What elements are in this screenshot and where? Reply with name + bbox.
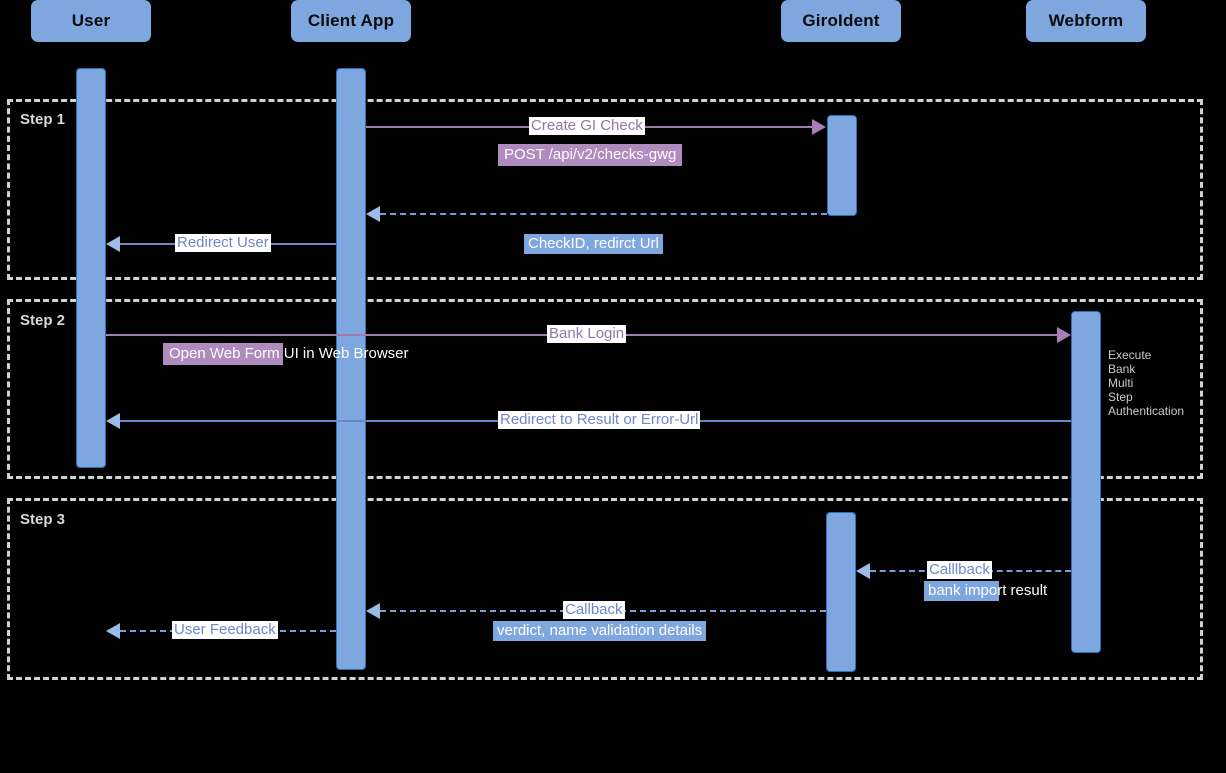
participant-giroident[interactable]: GiroIdent (781, 0, 901, 42)
note-webform-execute: Execute Bank Multi Step Authentication (1108, 348, 1185, 418)
message-label-bank-login: Bank Login (547, 325, 627, 343)
message-arrowhead-callback (366, 603, 380, 619)
activation-bar-giroident-step3 (826, 512, 856, 672)
message-arrowhead-bank-login (1057, 327, 1071, 343)
message-label-create-gi-check: Create GI Check (529, 117, 645, 135)
message-label-redirect-result: Redirect to Result or Error-Url (498, 411, 701, 429)
frame-step-3-label: Step 3 (20, 511, 66, 528)
frame-step-2 (7, 299, 1203, 479)
frame-step-1 (7, 99, 1203, 280)
message-label-redirect-user: Redirect User (175, 234, 271, 252)
participant-user-label: User (71, 11, 111, 30)
message-line-checkid-return (380, 213, 827, 215)
message-arrowhead-checkid-return (366, 206, 380, 222)
participant-client-app-label: Client App (307, 11, 395, 30)
message-label-user-feedback: User Feedback (172, 621, 278, 639)
message-note-bank-import-result: bank import result (924, 581, 1047, 601)
message-note-checkid-return: CheckID, redirct Url (524, 234, 663, 254)
message-arrowhead-calllback (856, 563, 870, 579)
participant-client-app[interactable]: Client App (291, 0, 411, 42)
message-note-verdict-details: verdict, name validation details (493, 621, 707, 641)
participant-webform-label: Webform (1048, 11, 1124, 30)
frame-step-3 (7, 498, 1203, 680)
message-note-open-web-form: Open Web Form UI in Web Browser (163, 343, 409, 365)
message-arrowhead-user-feedback (106, 623, 120, 639)
message-arrowhead-redirect-result (106, 413, 120, 429)
message-arrowhead-redirect-user (106, 236, 120, 252)
participant-giroident-label: GiroIdent (802, 11, 880, 30)
participant-user[interactable]: User (31, 0, 151, 42)
participant-webform[interactable]: Webform (1026, 0, 1146, 42)
frame-step-1-label: Step 1 (20, 111, 66, 128)
activation-bar-client-app (336, 68, 366, 670)
activation-bar-giroident-step1 (827, 115, 857, 216)
activation-bar-user (76, 68, 106, 468)
frame-step-2-label: Step 2 (20, 312, 66, 329)
message-arrowhead-create-gi-check (812, 119, 826, 135)
message-label-callback: Callback (563, 601, 625, 619)
activation-bar-webform (1071, 311, 1101, 653)
message-label-calllback: Calllback (927, 561, 992, 579)
message-note-create-gi-check: POST /api/v2/checks-gwg (498, 144, 683, 166)
